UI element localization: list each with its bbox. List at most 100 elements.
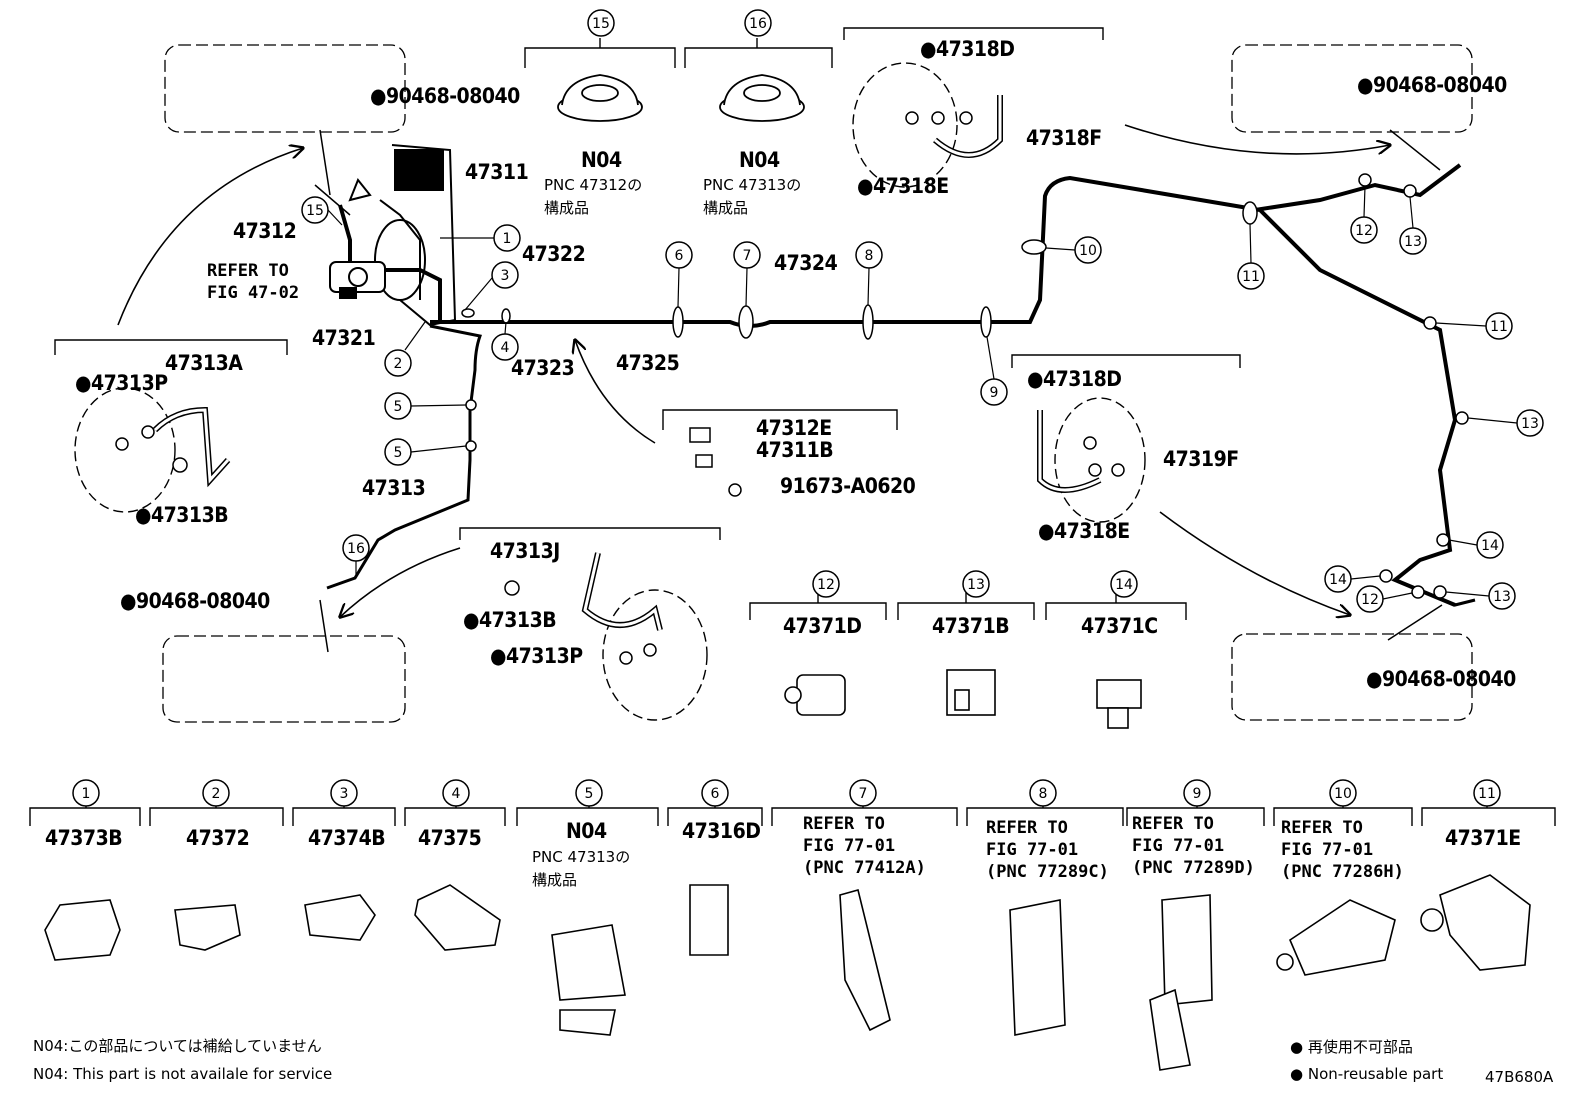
label-47318E-b: ●47318E [1038, 519, 1130, 543]
svg-text:14: 14 [1481, 538, 1499, 554]
label-47371C: 47371C [1081, 614, 1158, 638]
svg-text:47372: 47372 [186, 826, 249, 850]
legend-en: ● Non-reusable part [1290, 1065, 1443, 1083]
label-47324: 47324 [774, 251, 838, 275]
callout-16-top [744, 9, 772, 37]
label-47319F: 47319F [1163, 447, 1239, 471]
svg-text:8: 8 [1039, 786, 1048, 802]
label-47321: 47321 [312, 326, 375, 350]
tube-clips [461, 173, 1469, 599]
svg-text:FIG 77-01: FIG 77-01 [986, 840, 1078, 860]
rear-right-area [1231, 633, 1473, 721]
label-47312: 47312 [233, 219, 296, 243]
svg-text:13: 13 [1404, 234, 1422, 250]
svg-text:FIG 77-01: FIG 77-01 [1281, 840, 1373, 860]
brackets-top [54, 27, 1241, 620]
part-labels: ●90468-08040 4 7 3 11 47312 REFER TO FIG 47… [75, 37, 1517, 691]
bottom-clip-illustrations [44, 874, 1531, 1071]
svg-text:REFER TO: REFER TO [1281, 818, 1363, 838]
svg-text:15: 15 [306, 203, 324, 219]
svg-text:47373B: 47373B [45, 826, 122, 850]
svg-text:47374B: 47374B [308, 826, 385, 850]
wheel-area-boxes [162, 44, 1473, 723]
flow-arrows [117, 124, 1390, 617]
svg-text:(PNC 77286H): (PNC 77286H) [1281, 862, 1404, 882]
svg-text:11: 11 [1490, 319, 1508, 335]
svg-text:16: 16 [347, 541, 365, 557]
rear-left-area [162, 635, 406, 723]
label-47313J: 47313J [490, 539, 560, 563]
svg-text:PNC 47313の: PNC 47313の [532, 848, 630, 866]
svg-text:10: 10 [1334, 786, 1352, 802]
label-90468-rl: ●90468-08040 [120, 589, 270, 613]
svg-text:5: 5 [394, 399, 403, 415]
svg-text:4: 4 [452, 786, 461, 802]
front-right-area [1231, 44, 1473, 133]
svg-text:4: 4 [501, 340, 510, 356]
svg-text:REFER TO: REFER TO [1132, 814, 1214, 834]
svg-text:13: 13 [1521, 416, 1539, 432]
legend-jp: ● 再使用不可部品 [1290, 1038, 1413, 1056]
svg-text:(PNC 77412A): (PNC 77412A) [803, 858, 926, 878]
label-91673: 91673-A0620 [780, 474, 916, 498]
svg-text:13: 13 [967, 577, 985, 593]
label-47313P-b: ●47313P [490, 644, 583, 668]
label-47313B-b: ●47313B [463, 608, 556, 632]
label-refer-b: FIG 47-02 [207, 283, 299, 303]
svg-text:FIG 77-01: FIG 77-01 [1132, 836, 1224, 856]
svg-text:5: 5 [585, 786, 594, 802]
svg-text:12: 12 [817, 577, 835, 593]
label-47325: 47325 [616, 351, 679, 375]
flex-hoses [74, 62, 1146, 721]
footer: N04:この部品については補給していません N04: This part is … [33, 1037, 1554, 1086]
svg-text:1: 1 [82, 786, 91, 802]
diagram-id: 47B680A [1485, 1068, 1554, 1086]
callouts: 15 16 15 1 3 2 4 5 5 16 6 7 8 9 10 11 11… [72, 9, 1544, 807]
svg-text:47371E: 47371E [1445, 826, 1521, 850]
label-47371D: 47371D [783, 614, 861, 638]
svg-text:14: 14 [1115, 577, 1133, 593]
label-47318F: 47318F [1026, 126, 1102, 150]
label-pnc47312: PNC 47312の [544, 176, 642, 194]
label-refer-a: REFER TO [207, 261, 289, 281]
label-47312E: 47312E [756, 416, 832, 440]
svg-text:47316D: 47316D [682, 819, 760, 843]
svg-text:6: 6 [675, 248, 684, 264]
bottom-part-labels: 47373B 47372 47374B 47375 N04 PNC 47313の… [45, 814, 1521, 889]
svg-text:構成品: 構成品 [532, 871, 577, 889]
note-jp: N04:この部品については補給していません [33, 1037, 322, 1055]
label-47313P-a: ●47313P [75, 371, 168, 395]
front-left-area [164, 44, 406, 133]
svg-text:16: 16 [749, 16, 767, 32]
svg-text:N04: N04 [566, 819, 607, 843]
callout-15-top [587, 9, 615, 37]
label-47313B-a: ●47313B [135, 503, 228, 527]
svg-text:6: 6 [711, 786, 720, 802]
svg-text:9: 9 [990, 385, 999, 401]
svg-text:2: 2 [394, 356, 403, 372]
grommets [557, 74, 805, 122]
svg-text:7: 7 [743, 248, 752, 264]
svg-text:47375: 47375 [418, 826, 481, 850]
brake-actuator [329, 144, 457, 327]
svg-text:13: 13 [1493, 589, 1511, 605]
label-n04-b: N04 [739, 148, 780, 172]
bolts [115, 111, 1443, 665]
label-kouseihin-b: 構成品 [703, 199, 748, 217]
label-47318D-a: ●47318D [920, 37, 1014, 61]
callout-12c [812, 570, 840, 598]
label-47313: 47313 [362, 476, 425, 500]
svg-text:9: 9 [1193, 786, 1202, 802]
svg-text:15: 15 [592, 16, 610, 32]
label-90468-rr: ●90468-08040 [1366, 667, 1516, 691]
svg-text:3: 3 [501, 268, 510, 284]
label-47313A: 47313A [165, 351, 243, 375]
clip-illustrations [784, 669, 1142, 729]
label-n04-a: N04 [581, 148, 622, 172]
svg-text:12: 12 [1361, 592, 1379, 608]
label-47371B: 47371B [932, 614, 1009, 638]
svg-text:8: 8 [865, 248, 874, 264]
callout-3 [491, 261, 519, 289]
